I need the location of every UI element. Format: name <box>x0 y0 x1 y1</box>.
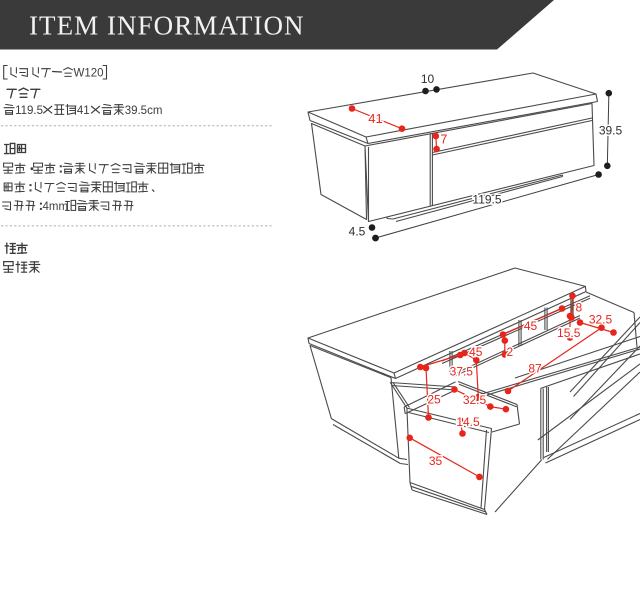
svg-text:4mm: 4mm <box>43 201 69 213</box>
svg-text:7: 7 <box>440 133 447 147</box>
svg-text:8: 8 <box>576 301 583 315</box>
svg-text:32.5: 32.5 <box>463 393 487 407</box>
svg-text:87: 87 <box>528 362 542 376</box>
svg-text:32.5: 32.5 <box>589 313 613 327</box>
svg-text:14.5: 14.5 <box>456 415 480 429</box>
svg-text:41: 41 <box>368 111 382 126</box>
svg-text:119.5: 119.5 <box>15 105 43 117</box>
svg-text:4.5: 4.5 <box>349 225 366 239</box>
svg-text:15.5: 15.5 <box>557 326 581 340</box>
svg-text:2: 2 <box>507 345 514 359</box>
svg-text:35: 35 <box>429 454 443 468</box>
svg-text:25: 25 <box>427 393 441 407</box>
svg-text:39.5: 39.5 <box>599 124 623 138</box>
svg-text:119.5: 119.5 <box>472 193 501 207</box>
svg-text:45: 45 <box>524 319 538 333</box>
svg-text:41: 41 <box>77 105 90 117</box>
svg-text:10: 10 <box>421 72 435 86</box>
svg-text:39.5cm: 39.5cm <box>125 105 163 117</box>
svg-text:ITEM INFORMATION: ITEM INFORMATION <box>29 11 305 41</box>
svg-text:45: 45 <box>469 345 483 359</box>
svg-text:W120: W120 <box>74 67 104 79</box>
svg-text:37.5: 37.5 <box>450 365 474 379</box>
